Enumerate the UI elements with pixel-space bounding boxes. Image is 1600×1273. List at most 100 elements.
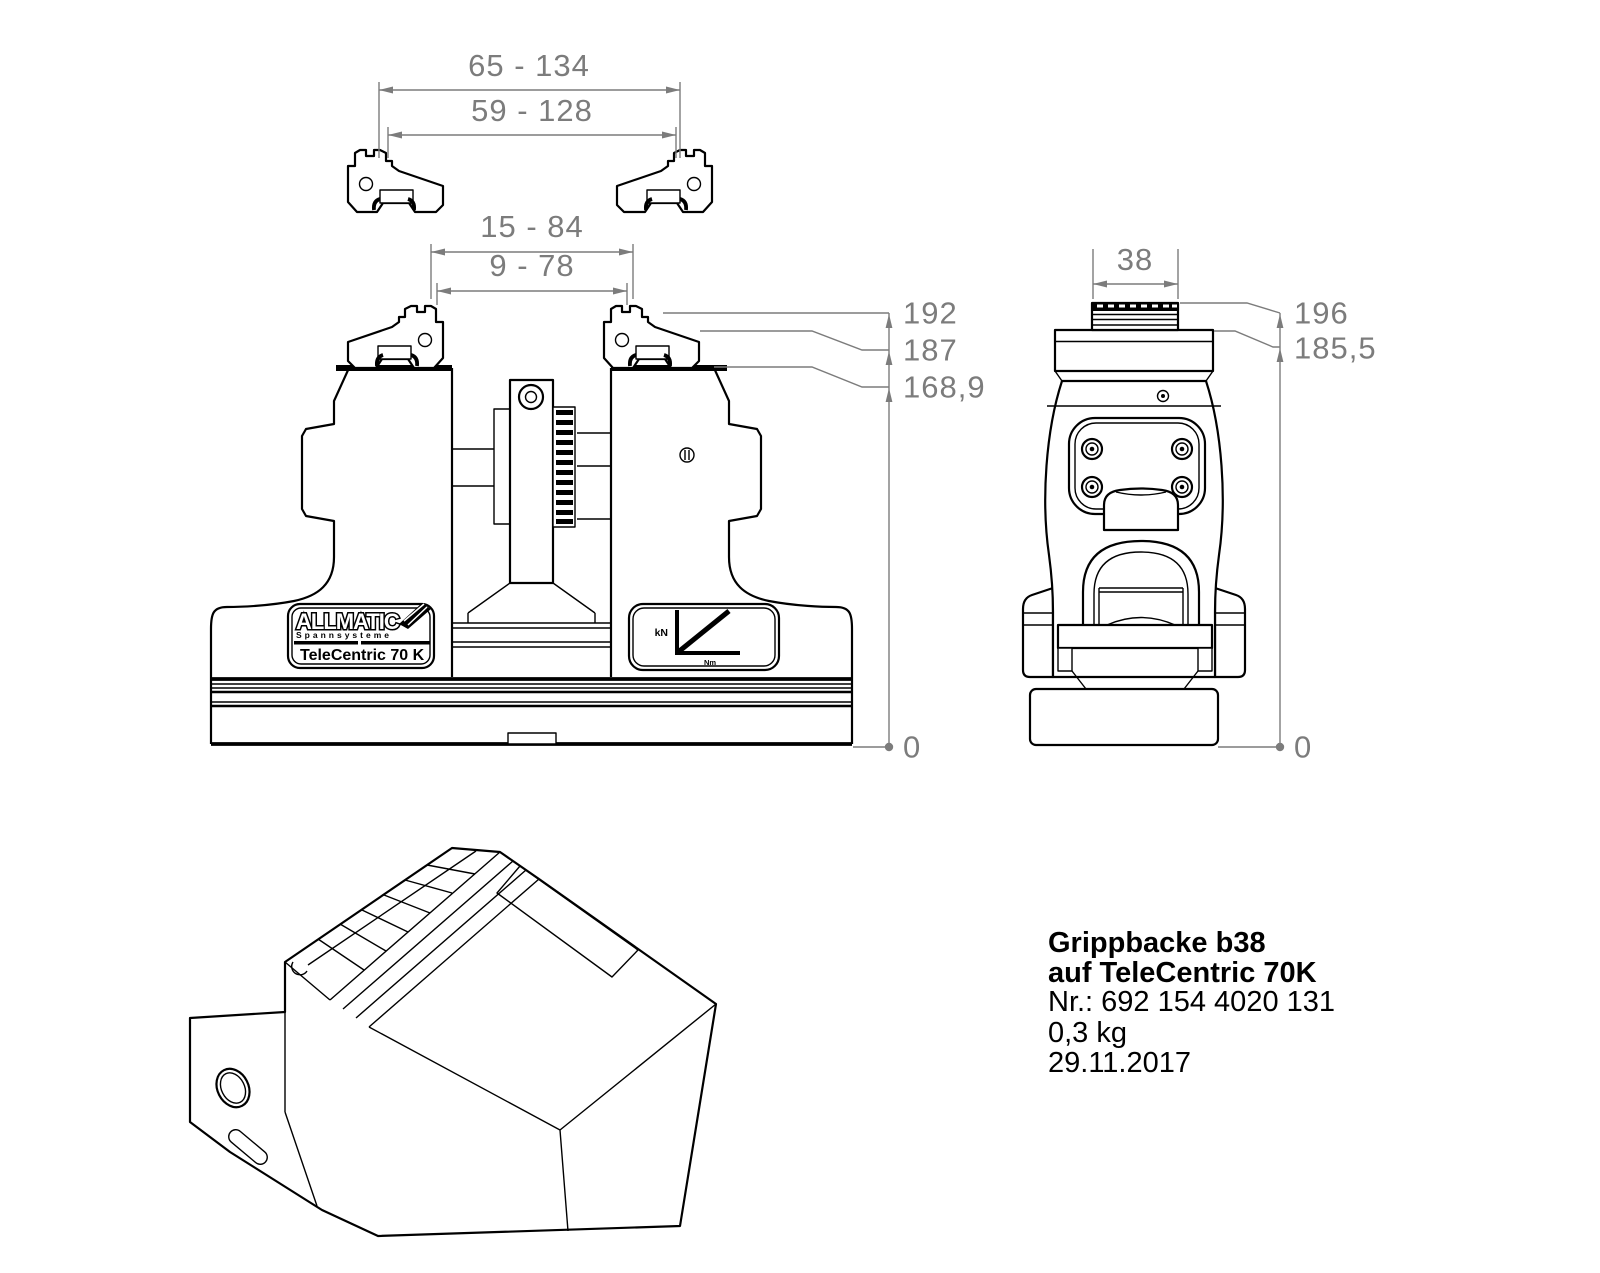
arrow-up-icon [1276, 314, 1284, 328]
arrow-icon [388, 131, 402, 139]
logo-plate-outer [286, 602, 436, 670]
base-lines [211, 683, 852, 689]
dimension-side-width: 38 [1092, 242, 1179, 299]
side-head [1053, 301, 1215, 382]
center-spindle [452, 378, 611, 623]
arrow-icon [619, 248, 633, 256]
datum-point-icon [884, 742, 894, 752]
spindle-bolt-center [524, 390, 538, 404]
guide-rail-bands [452, 622, 611, 648]
part-date: 29.11.2017 [1048, 1047, 1191, 1079]
spindle-back-plate [493, 408, 511, 525]
dim-label-outer: 65 - 134 [468, 48, 590, 83]
part-title: Grippbacke b38 [1048, 927, 1266, 959]
dim-line-vertical [1218, 313, 1281, 748]
allmatic-logo-plate: ALLMATIC Spannsysteme TeleCentric 70 K [286, 602, 436, 670]
bolt-icon [1170, 475, 1194, 499]
logo-pen-icon [399, 603, 431, 629]
force-plate-inner [632, 607, 776, 667]
front-jaw-right [602, 304, 701, 370]
arrow-icon [431, 248, 445, 256]
height-label-3: 168,9 [903, 370, 986, 405]
arrow-icon [613, 287, 627, 295]
force-diagram-plate: kN Nm [627, 602, 781, 672]
spindle-skirt [467, 582, 596, 623]
dim-line-vertical [853, 313, 890, 748]
spindle-column [508, 378, 555, 585]
leader-lines [663, 312, 889, 388]
side-view: 38 196 185,5 0 [1021, 242, 1377, 765]
dim-label-inner: 9 - 78 [489, 248, 574, 283]
leader-lines [1180, 302, 1281, 348]
side-bolt-plate [1067, 416, 1207, 532]
side-rail [1028, 623, 1220, 747]
iso-serrations [317, 864, 476, 971]
logo-brand: ALLMATIC [296, 609, 400, 634]
force-plate-outer [627, 602, 781, 672]
dimension-side-heights: 196 185,5 0 [1180, 296, 1377, 765]
dim-label-inner: 59 - 128 [471, 93, 593, 128]
cap-serration-teeth [1097, 304, 1177, 308]
arrow-icon [437, 287, 451, 295]
yoke-column [1098, 587, 1184, 625]
base-key-notch [507, 732, 557, 745]
bolt-icon [1170, 437, 1194, 461]
arrow-up-icon [885, 314, 893, 328]
head-lines [1054, 340, 1214, 382]
height-label-2: 187 [903, 333, 958, 368]
chart-line-icon [675, 609, 731, 655]
extension-lines [430, 244, 634, 305]
arrow-icon [379, 86, 393, 94]
side-wing-lines [1023, 612, 1245, 626]
iso-face-edges [284, 1003, 717, 1232]
height-label-2: 185,5 [1294, 331, 1377, 366]
dimension-front-heights: 192 187 168,9 0 [663, 296, 986, 765]
arrow-up-icon [1276, 348, 1284, 362]
arrow-icon [666, 86, 680, 94]
side-bolt-center [1161, 394, 1165, 398]
part-number: Nr.: 692 154 4020 131 [1048, 986, 1335, 1018]
logo-address-bar [294, 641, 358, 645]
logo-plate-inner [291, 607, 431, 665]
height-label-1: 196 [1294, 296, 1349, 331]
tower-bolt-icon [679, 447, 695, 463]
chart-y-label: kN [655, 627, 668, 639]
part-weight: 0,3 kg [1048, 1017, 1127, 1049]
bolt-icon [1080, 475, 1104, 499]
arrow-icon [1164, 280, 1178, 288]
dimension-top-group: 65 - 134 59 - 128 [378, 48, 681, 158]
rail-bar [1056, 623, 1214, 650]
yoke-arch-inner [1093, 551, 1189, 625]
logo-subtitle: Spannsysteme [296, 630, 392, 640]
spindle-knurl [552, 406, 576, 528]
front-view: ALLMATIC Spannsysteme TeleCentric 70 K k… [209, 209, 986, 765]
datum-label: 0 [903, 730, 921, 765]
dim-label: 38 [1117, 242, 1153, 277]
isometric-view [188, 846, 718, 1238]
datum-label: 0 [1294, 730, 1312, 765]
rail-diagonals [1071, 670, 1199, 690]
info-block: Grippbacke b38 auf TeleCentric 70K Nr.: … [1048, 927, 1335, 1079]
head-block [1053, 328, 1215, 373]
jaw-seat-right [611, 365, 727, 371]
iso-corner-notch [290, 961, 308, 976]
spindle-bolt-icon [517, 383, 545, 411]
jaw-tongue-arc [1115, 491, 1167, 496]
base-slab [1028, 687, 1220, 747]
arrow-icon [662, 131, 676, 139]
rail-block-right [1197, 647, 1213, 672]
logo-address-bar [361, 641, 430, 645]
iso-silhouette [188, 846, 718, 1238]
iso-dovetail-slot [228, 1129, 268, 1165]
rail-block-left [1057, 647, 1073, 672]
jaw-profile-left [346, 148, 445, 214]
iso-mount-hole-icon [215, 1067, 251, 1109]
yoke-dome [1106, 616, 1176, 626]
part-subtitle: auf TeleCentric 70K [1048, 957, 1317, 989]
side-wing-left [1021, 586, 1055, 679]
knurl-teeth [556, 410, 573, 524]
extension-lines [1092, 249, 1179, 299]
jaw-profile-right [615, 148, 714, 214]
